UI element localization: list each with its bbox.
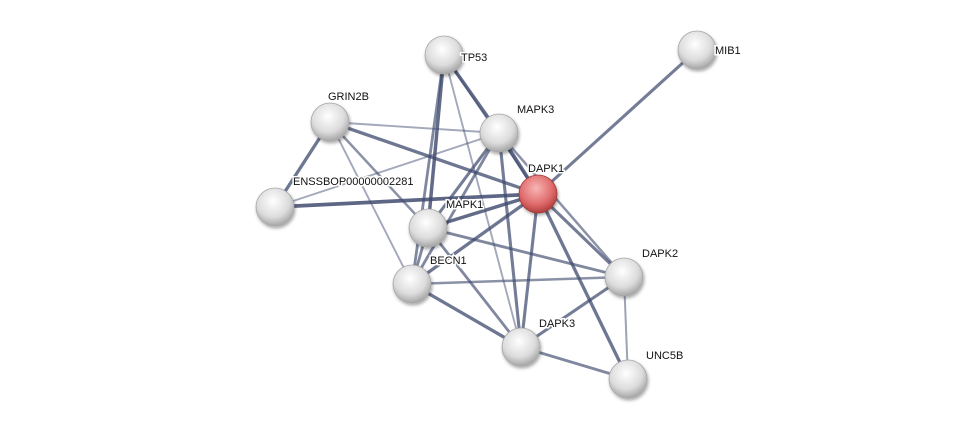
node-label: MAPK3: [517, 104, 554, 116]
node-sphere[interactable]: [677, 30, 717, 70]
node-label: TP53: [461, 52, 487, 64]
node-label: MIB1: [715, 45, 741, 57]
node-mapk3[interactable]: MAPK3: [479, 103, 556, 153]
node-label: DAPK3: [539, 318, 575, 330]
node-sphere[interactable]: [408, 208, 448, 248]
edge-grin2b-mapk3[interactable]: [329, 121, 500, 134]
node-sphere[interactable]: [501, 327, 541, 367]
edge-dapk2-dapk3[interactable]: [520, 275, 625, 349]
node-sphere[interactable]: [392, 264, 432, 304]
node-sphere[interactable]: [608, 359, 648, 399]
node-label: UNC5B: [646, 350, 683, 362]
node-dapk1[interactable]: DAPK1: [518, 162, 566, 214]
node-sphere[interactable]: [604, 257, 644, 297]
edge-mapk3-mapk1[interactable]: [426, 132, 501, 229]
edge-tp53-dapk3[interactable]: [443, 54, 522, 348]
node-sphere[interactable]: [310, 102, 350, 142]
node-sphere[interactable]: [424, 35, 464, 75]
node-label: MAPK1: [446, 199, 483, 211]
node-sphere[interactable]: [255, 187, 295, 227]
edge-mapk3-dapk2[interactable]: [498, 132, 625, 278]
edge-mapk1-dapk3[interactable]: [426, 227, 523, 348]
edge-dapk1-dapk2[interactable]: [536, 192, 626, 279]
node-sphere[interactable]: [479, 113, 519, 153]
edge-mib1-dapk1[interactable]: [536, 48, 699, 196]
node-label: GRIN2B: [328, 91, 369, 103]
node-dapk3[interactable]: DAPK3: [501, 317, 577, 367]
node-label: BECN1: [430, 255, 467, 267]
node-unc5b[interactable]: UNC5B: [608, 349, 685, 399]
node-dapk2[interactable]: DAPK2: [604, 247, 680, 297]
edge-becn1-dapk3[interactable]: [411, 282, 522, 349]
edge-tp53-becn1[interactable]: [410, 54, 446, 285]
edge-mapk1-dapk2[interactable]: [427, 226, 625, 279]
node-label: DAPK1: [528, 163, 564, 175]
edge-mapk3-dapk3[interactable]: [497, 132, 523, 348]
edge-dapk1-unc5b[interactable]: [536, 193, 630, 380]
edge-enss-dapk1[interactable]: [274, 192, 539, 209]
node-becn1[interactable]: BECN1: [392, 254, 468, 304]
node-mib1[interactable]: MIB1: [677, 30, 742, 70]
edge-mapk3-becn1[interactable]: [410, 132, 501, 285]
edge-dapk1-dapk3[interactable]: [519, 193, 540, 348]
node-tp53[interactable]: TP53: [424, 35, 489, 75]
edge-enss-mapk3[interactable]: [274, 132, 500, 208]
node-enss[interactable]: ENSSBOP00000002281: [255, 175, 415, 227]
edge-grin2b-mapk1[interactable]: [329, 121, 429, 229]
edge-becn1-dapk2[interactable]: [411, 275, 625, 286]
node-label: ENSSBOP00000002281: [293, 176, 413, 188]
node-mapk1[interactable]: MAPK1: [408, 198, 485, 248]
node-label: DAPK2: [642, 248, 678, 260]
node-sphere[interactable]: [518, 174, 558, 214]
node-grin2b[interactable]: GRIN2B: [310, 90, 370, 142]
